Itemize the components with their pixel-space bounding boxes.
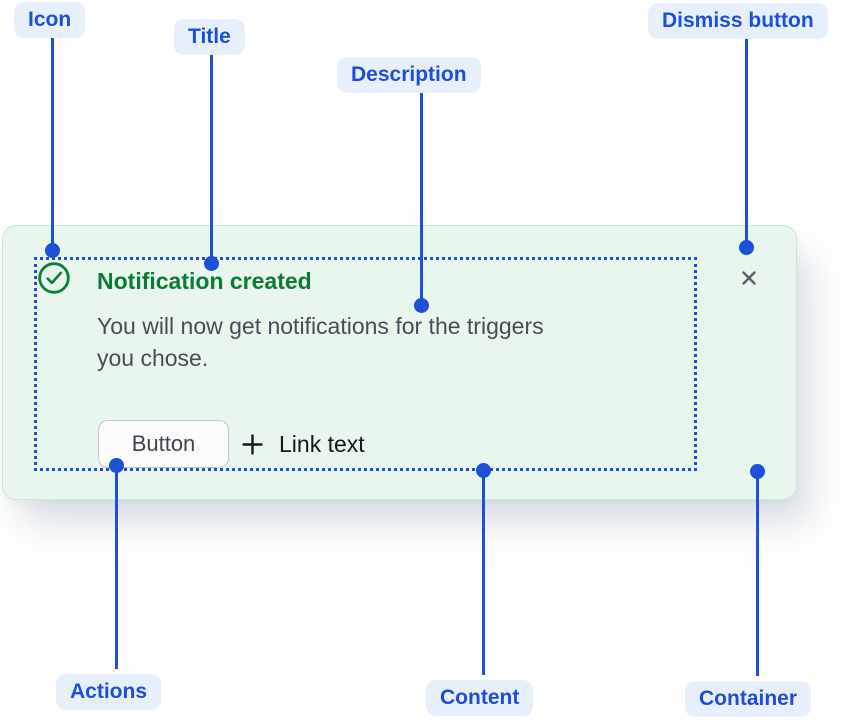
action-button[interactable]: Button <box>98 420 229 468</box>
icon-connector-line <box>51 38 54 250</box>
plus-icon <box>241 433 264 456</box>
dismiss-connector-line <box>745 39 748 247</box>
container-annotation-label: Container <box>685 681 812 717</box>
notification-container: Notification created You will now get no… <box>2 225 797 500</box>
notification-description: You will now get notifications for the t… <box>97 313 544 371</box>
content-region-outline <box>34 257 697 471</box>
content-connector-dot <box>476 463 491 478</box>
dismiss-button-annotation-label: Dismiss button <box>648 3 828 39</box>
action-button-label: Button <box>131 431 196 456</box>
description-connector-dot <box>414 298 429 313</box>
content-annotation-label: Content <box>426 680 534 716</box>
actions-connector-dot <box>109 458 124 473</box>
close-icon <box>742 271 756 285</box>
dismiss-button[interactable] <box>731 260 767 296</box>
title-connector-dot <box>204 256 219 271</box>
actions-connector-line <box>115 465 118 669</box>
success-check-icon <box>37 261 71 295</box>
dismiss-connector-dot <box>739 240 754 255</box>
description-annotation-label: Description <box>337 57 481 93</box>
notification-title: Notification created <box>97 268 312 294</box>
action-link-label: Link text <box>279 431 365 457</box>
container-connector-line <box>756 471 759 676</box>
action-link[interactable]: Link text <box>241 420 365 468</box>
icon-connector-dot <box>45 243 60 258</box>
title-annotation-label: Title <box>174 19 245 55</box>
container-connector-dot <box>750 464 765 479</box>
actions-annotation-label: Actions <box>56 674 162 710</box>
content-connector-line <box>482 470 485 675</box>
title-connector-line <box>210 53 213 263</box>
icon-annotation-label: Icon <box>14 2 86 38</box>
description-connector-line <box>420 93 423 305</box>
